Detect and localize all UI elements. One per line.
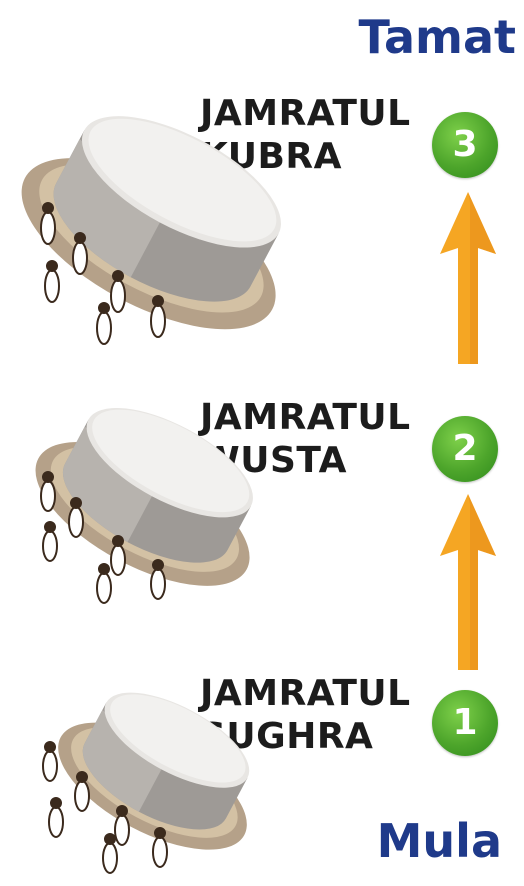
up-arrow-icon xyxy=(440,192,496,364)
step-badge-2: 2 xyxy=(432,416,498,482)
station-label-line1: JAMRATUL xyxy=(200,397,411,438)
station-label-line1: JAMRATUL xyxy=(200,673,411,714)
jamratul-sughra-illustration xyxy=(42,692,250,874)
up-arrow-icon xyxy=(440,494,496,670)
station-label-line1: JAMRATUL xyxy=(200,93,411,134)
end-label: Tamat xyxy=(358,10,516,64)
start-label: Mula xyxy=(376,814,502,868)
step-badge-3: 3 xyxy=(432,112,498,178)
step-badge-1: 1 xyxy=(432,690,498,756)
jamratul-wusta-illustration xyxy=(35,407,253,604)
station-label-sughra: JAMRATUL SUGHRA xyxy=(200,672,411,758)
jamratul-kubra-illustration xyxy=(21,116,281,345)
station-label-kubra: JAMRATUL KUBRA xyxy=(200,92,411,178)
